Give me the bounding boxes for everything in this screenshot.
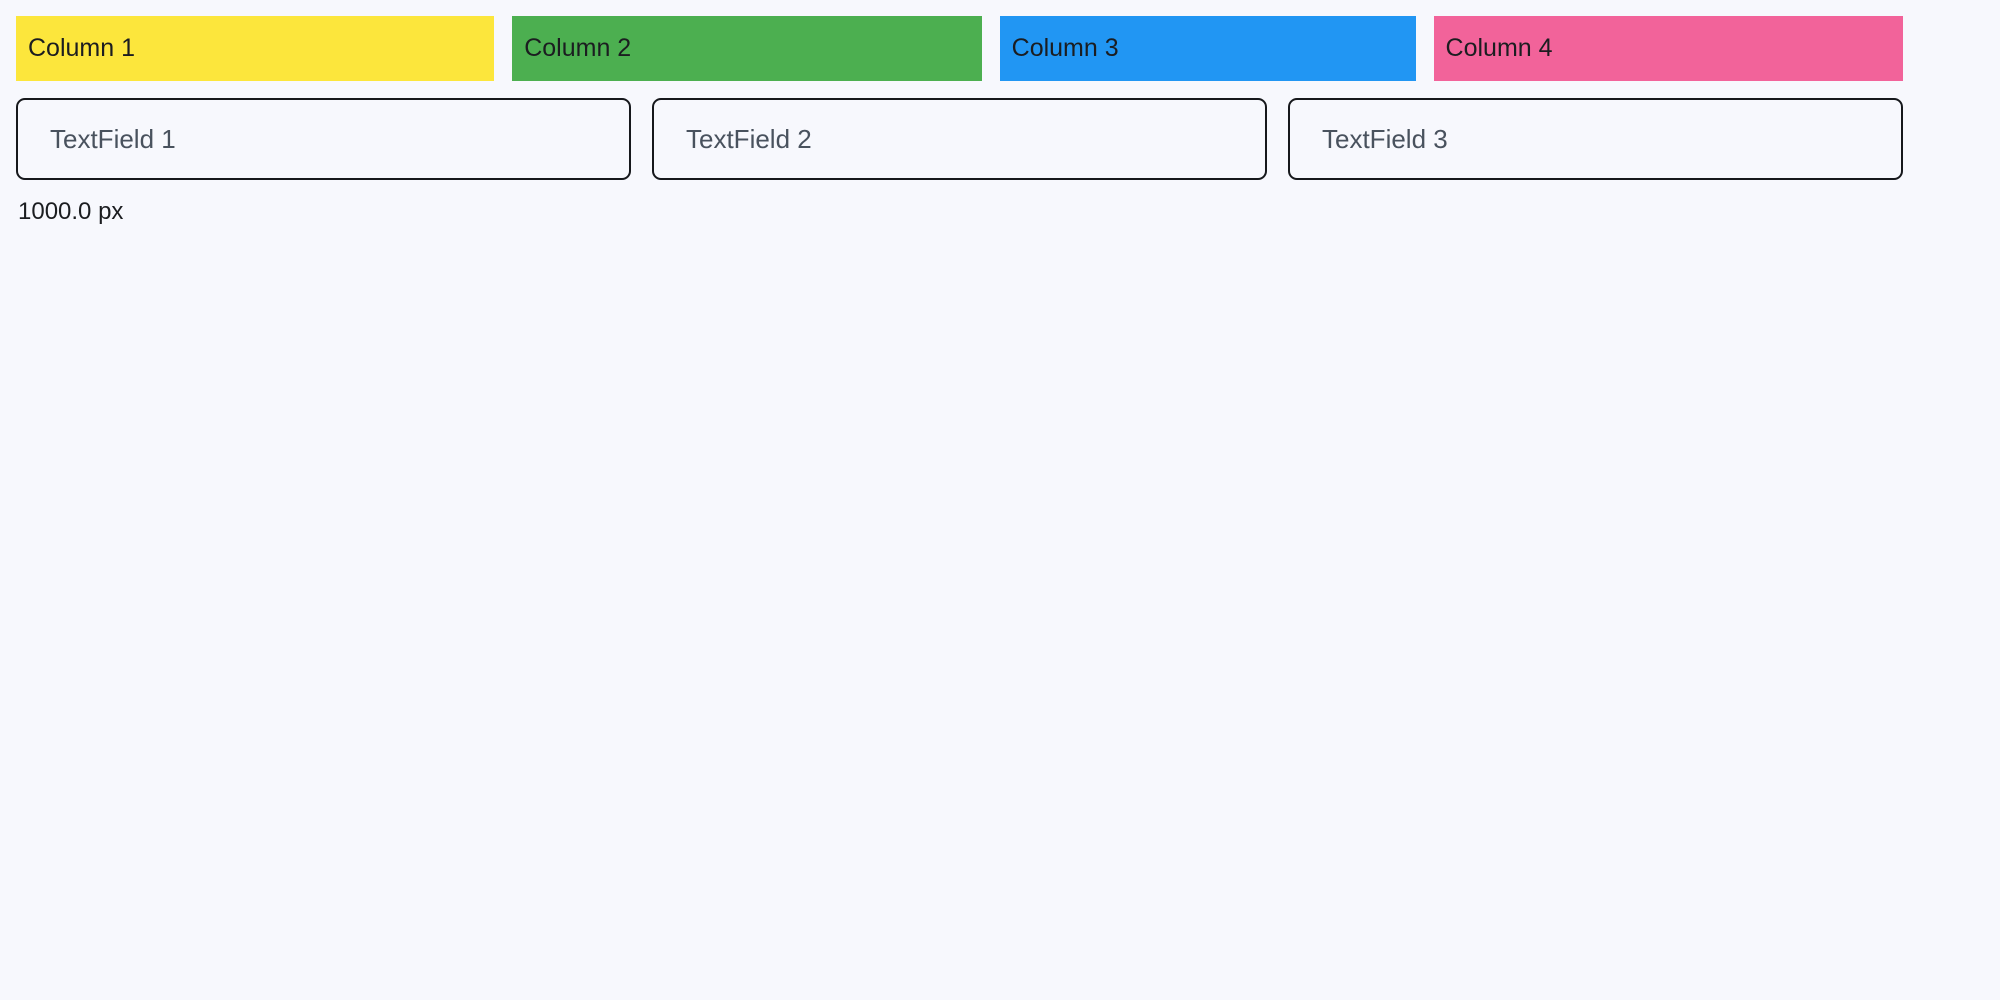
column-bar-1[interactable]: Column 1: [16, 16, 495, 81]
column-label-2: Column 2: [524, 34, 632, 62]
text-field-2[interactable]: [652, 98, 1267, 180]
text-field-3[interactable]: [1288, 98, 1903, 180]
measurement-readout: 1000.0 px: [18, 198, 124, 225]
column-bar-2[interactable]: Column 2: [512, 16, 982, 81]
column-label-4: Column 4: [1445, 34, 1553, 62]
empty-canvas-area: [0, 230, 2000, 1000]
text-field-1[interactable]: [16, 98, 631, 180]
columns-row: Column 1 Column 2 Column 3 Column 4: [16, 16, 1903, 81]
column-bar-4[interactable]: Column 4: [1433, 16, 1903, 81]
column-label-3: Column 3: [1011, 34, 1119, 62]
column-bar-3[interactable]: Column 3: [999, 16, 1416, 81]
column-label-1: Column 1: [28, 34, 135, 62]
text-fields-row: [16, 98, 1903, 180]
status-row: 1000.0 px: [16, 200, 1903, 224]
